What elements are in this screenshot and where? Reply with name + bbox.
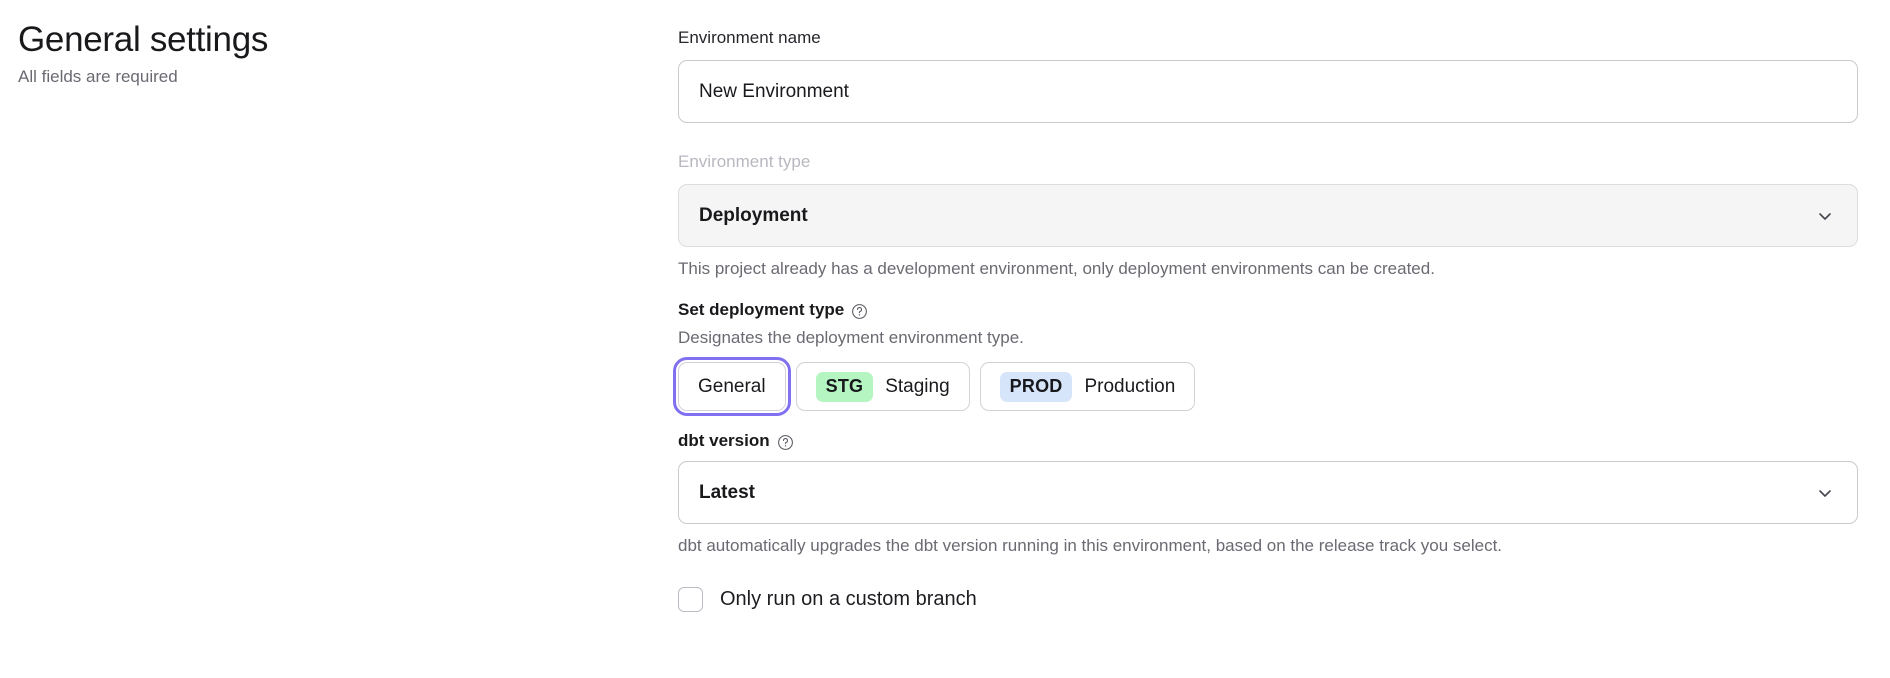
deployment-option-production[interactable]: PROD Production — [979, 362, 1196, 411]
deployment-option-production-label: Production — [1084, 375, 1176, 397]
page-subtitle: All fields are required — [18, 67, 178, 86]
dbt-version-label: dbt version — [678, 431, 770, 450]
dbt-version-value: Latest — [699, 481, 755, 503]
deployment-type-description: Designates the deployment environment ty… — [678, 328, 1024, 347]
custom-branch-row: Only run on a custom branch — [678, 587, 1858, 612]
deployment-option-general-label: General — [698, 375, 766, 397]
deployment-type-label: Set deployment type — [678, 300, 845, 319]
deployment-option-staging-label: Staging — [885, 375, 950, 397]
environment-type-field-group: Environment type Deployment This project… — [678, 150, 1858, 281]
environment-type-select[interactable]: Deployment — [678, 184, 1858, 247]
page-title: General settings — [18, 20, 269, 59]
deployment-option-staging[interactable]: STG Staging — [795, 362, 970, 411]
production-badge: PROD — [999, 371, 1073, 402]
deployment-type-field-group: Set deployment type Designates the deplo… — [673, 298, 1858, 416]
question-circle-icon[interactable] — [777, 434, 794, 451]
custom-branch-label[interactable]: Only run on a custom branch — [720, 588, 977, 610]
environment-type-value: Deployment — [699, 204, 808, 226]
chevron-down-icon — [1815, 483, 1835, 503]
environment-name-value: New Environment — [699, 80, 849, 102]
chevron-down-icon — [1815, 206, 1835, 226]
deployment-type-label-row: Set deployment type — [678, 298, 1858, 322]
custom-branch-checkbox[interactable] — [678, 587, 703, 612]
settings-header: General settings All fields are required — [18, 18, 618, 89]
settings-form: Environment name New Environment Environ… — [673, 26, 1858, 612]
question-circle-icon[interactable] — [851, 303, 868, 320]
dbt-version-field-group: dbt version Latest dbt automatica — [678, 429, 1858, 558]
spacer — [678, 123, 1858, 150]
spacer — [678, 281, 1858, 298]
environment-name-label: Environment name — [678, 28, 821, 47]
staging-badge: STG — [815, 371, 874, 402]
deployment-type-options: General STG Staging PROD Production — [673, 357, 1858, 416]
dbt-version-helper-text: dbt automatically upgrades the dbt versi… — [678, 536, 1503, 555]
dbt-version-label-row: dbt version — [678, 429, 1858, 453]
spacer — [678, 411, 1858, 429]
environment-name-field-group: Environment name New Environment — [678, 26, 1858, 123]
environment-type-label: Environment type — [678, 152, 811, 171]
dbt-version-select[interactable]: Latest — [678, 461, 1858, 524]
environment-type-helper-text: This project already has a development e… — [678, 259, 1435, 278]
environment-name-input[interactable]: New Environment — [678, 60, 1858, 123]
deployment-option-general[interactable]: General — [673, 357, 791, 416]
